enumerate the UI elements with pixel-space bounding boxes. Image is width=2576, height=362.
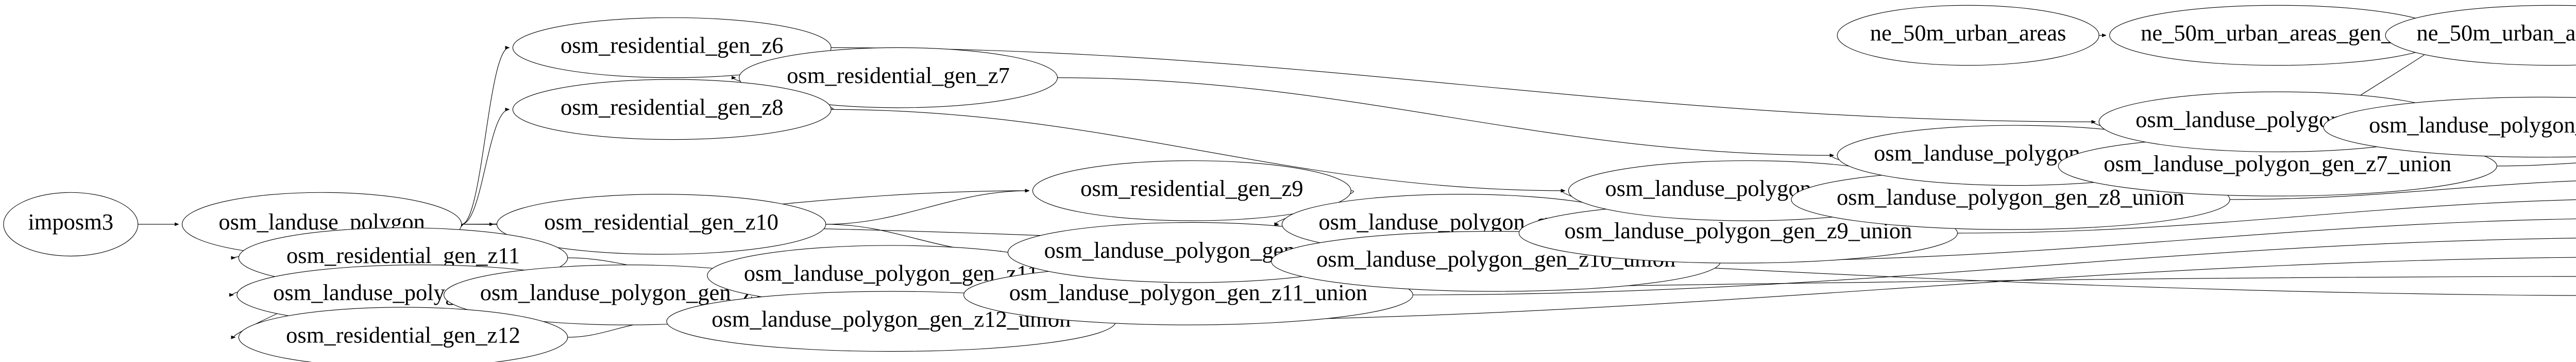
- node-label: osm_residential_gen_z6: [561, 32, 784, 58]
- node-label: osm_residential_gen_z8: [561, 94, 784, 120]
- node-label: osm_landuse_polygon_gen_z6_union: [2369, 112, 2576, 138]
- node-label: osm_landuse_polygon_gen_z11_union: [1009, 279, 1367, 305]
- node-label: osm_residential_gen_z12: [286, 322, 520, 348]
- node-osm_residential_gen_z9[interactable]: osm_residential_gen_z9: [1032, 161, 1351, 221]
- edge-osm_residential_gen_z8-to-osm_landuse_polygon_gen_z8: [831, 109, 1565, 191]
- node-label: ne_50m_urban_areas: [1870, 20, 2066, 46]
- edge-osm_landuse_polygon_gen_z8_union-to-layer_landuse.z8: [2230, 179, 2576, 200]
- edge-osm_residential_gen_z7-to-osm_landuse_polygon_gen_z7: [1057, 78, 1834, 156]
- node-shape: [239, 307, 567, 362]
- node-osm_residential_gen_z8[interactable]: osm_residential_gen_z8: [513, 79, 831, 139]
- edge-osm_landuse_polygon_gen_z10_union-to-layer_landuse.z10: [1721, 218, 2576, 261]
- edge-osm_residential_gen_z10-to-osm_residential_gen_z9: [826, 191, 1029, 224]
- node-shape: [2324, 97, 2576, 157]
- node-shape: [513, 18, 831, 77]
- edge-osm_landuse_polygon_gen_z11_union-to-layer_landuse.z11: [1413, 238, 2576, 295]
- edge-osm_residential_gen_z6-to-osm_landuse_polygon_gen_z6: [831, 47, 2095, 122]
- node-label: osm_residential_gen_z9: [1080, 175, 1303, 201]
- node-label: osm_residential_gen_z11: [286, 242, 520, 268]
- node-label: osm_residential_gen_z10: [544, 209, 778, 235]
- node-shape: [739, 47, 1058, 107]
- node-osm_landuse_polygon_gen_z6_union[interactable]: osm_landuse_polygon_gen_z6_union: [2324, 97, 2576, 157]
- node-shape: [1837, 5, 2099, 65]
- node-shape: [1032, 161, 1351, 221]
- node-label: osm_residential_gen_z7: [787, 62, 1010, 88]
- node-label: osm_landuse_polygon_gen_z8_union: [1837, 184, 2184, 210]
- edge-osm_landuse_polygon_gen_z7_union-to-layer_landuse.z7: [2497, 160, 2576, 166]
- node-label: osm_landuse_polygon_gen_z7_union: [2104, 151, 2451, 176]
- node-shape: [497, 194, 825, 254]
- node-osm_landuse_polygon_gen_z11_union[interactable]: osm_landuse_polygon_gen_z11_union: [964, 265, 1413, 325]
- node-label: osm_landuse_polygon_gen_z9_union: [1564, 218, 1912, 243]
- node-ne_50m_urban_areas_gen_z4[interactable]: ne_50m_urban_areas_gen_z4: [2385, 5, 2576, 65]
- node-label: ne_50m_urban_areas_gen_z4: [2417, 20, 2576, 46]
- node-osm_residential_gen_z6[interactable]: osm_residential_gen_z6: [513, 18, 831, 77]
- node-shape: [4, 192, 138, 256]
- node-ne_50m_urban_areas_gen_z5[interactable]: ne_50m_urban_areas_gen_z5: [2110, 5, 2446, 65]
- edge-osm_landuse_polygon_gen_z12_union-to-layer_landuse.z12: [1116, 257, 2576, 321]
- node-osm_residential_gen_z12[interactable]: osm_residential_gen_z12: [239, 307, 567, 362]
- node-shape: [513, 79, 831, 139]
- node-label: imposm3: [28, 209, 113, 235]
- edge-osm_landuse_polygon-to-osm_residential_gen_z6: [462, 47, 510, 224]
- node-imposm3[interactable]: imposm3: [4, 192, 138, 256]
- node-osm_residential_gen_z7[interactable]: osm_residential_gen_z7: [739, 47, 1058, 107]
- node-shape: [2385, 5, 2576, 65]
- node-ne_50m_urban_areas[interactable]: ne_50m_urban_areas: [1837, 5, 2099, 65]
- edge-osm_landuse_polygon_gen_z9_union-to-layer_landuse.z9: [1958, 199, 2576, 233]
- node-label: ne_50m_urban_areas_gen_z5: [2141, 20, 2414, 46]
- edge-osm_landuse_polygon-to-osm_residential_gen_z8: [462, 109, 510, 224]
- node-osm_residential_gen_z10[interactable]: osm_residential_gen_z10: [497, 194, 825, 254]
